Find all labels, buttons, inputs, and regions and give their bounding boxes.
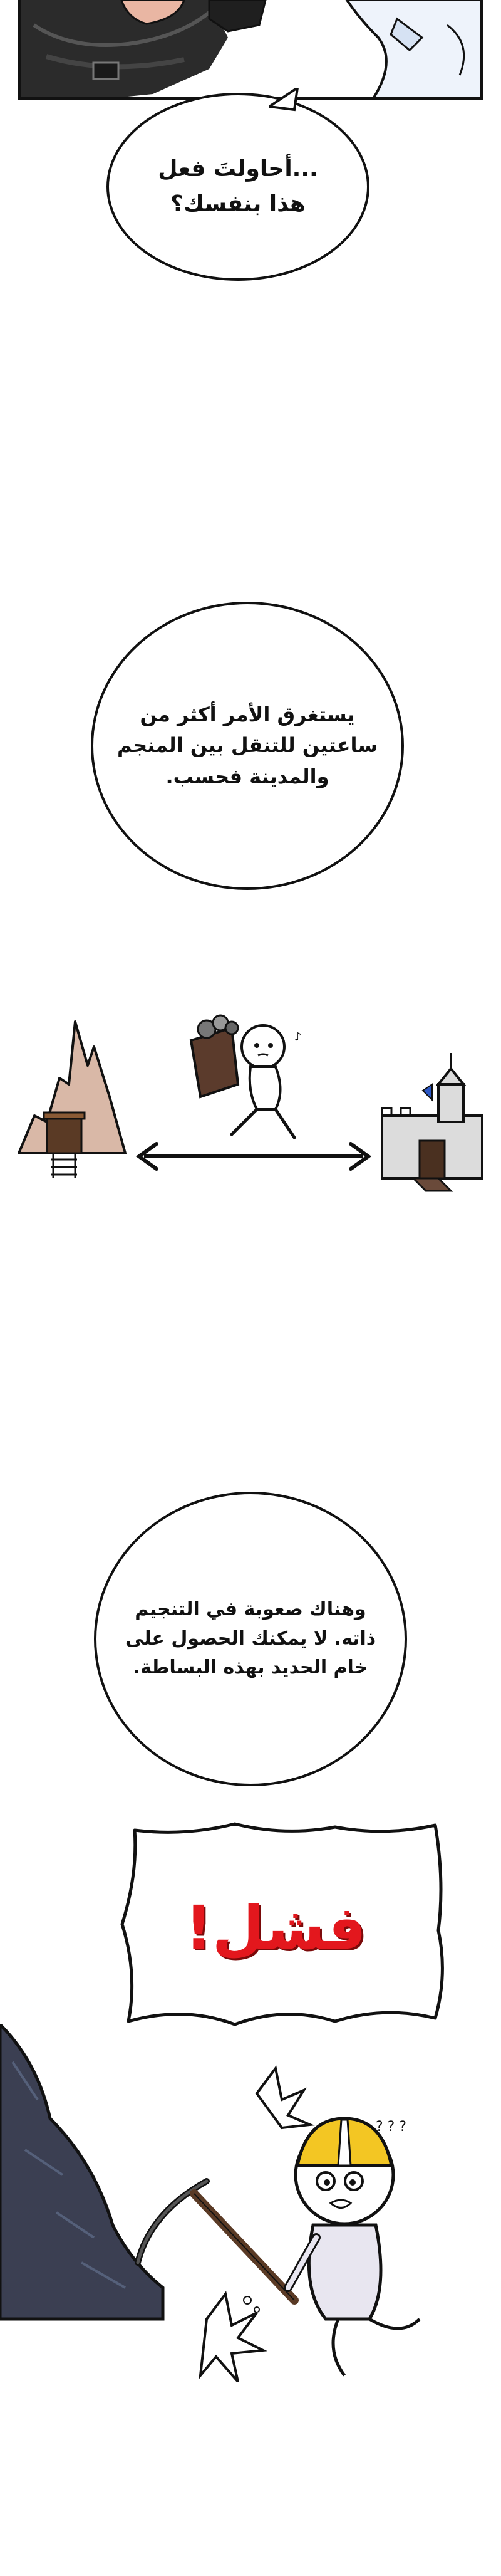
- bubble-mining-difficulty-text: وهناك صعوبة في التنجيم ذاته. لا يمكنك ال…: [125, 1598, 376, 1679]
- speech-bubble-question: ...أحاولتَ فعل هذا بنفسك؟: [106, 93, 369, 281]
- mining-fail-illustration: ? ? ?: [0, 2024, 421, 2383]
- travel-arrow: [135, 1142, 372, 1171]
- svg-text:? ? ?: ? ? ?: [376, 2119, 406, 2135]
- city-building: [381, 1053, 483, 1192]
- shout-bubble: [120, 1822, 444, 2026]
- spark-burst: [199, 2291, 268, 2383]
- speech-bubble-mining-difficulty: وهناك صعوبة في التنجيم ذاته. لا يمكنك ال…: [94, 1492, 407, 1786]
- running-miner-character: ♪: [189, 1014, 302, 1139]
- mine-to-city-illustration: ♪: [18, 1014, 483, 1192]
- miner-character: ? ? ?: [284, 2117, 421, 2377]
- top-panel-art: [21, 0, 480, 97]
- bubble-travel-time-text: يستغرق الأمر أكثر من ساعتين للتنقل بين ا…: [117, 702, 378, 788]
- speech-bubble-travel-time: يستغرق الأمر أكثر من ساعتين للتنقل بين ا…: [91, 602, 404, 890]
- pickaxe: [135, 2178, 299, 2305]
- mine-mountain: [18, 1020, 127, 1178]
- fail-shout-text: فشل!: [184, 1893, 366, 1963]
- bubble-question-text: ...أحاولتَ فعل هذا بنفسك؟: [158, 156, 318, 217]
- top-comic-panel: [18, 0, 483, 100]
- svg-text:♪: ♪: [294, 1030, 302, 1044]
- bubble-tail: [269, 88, 299, 112]
- rock-wall: [0, 2024, 165, 2321]
